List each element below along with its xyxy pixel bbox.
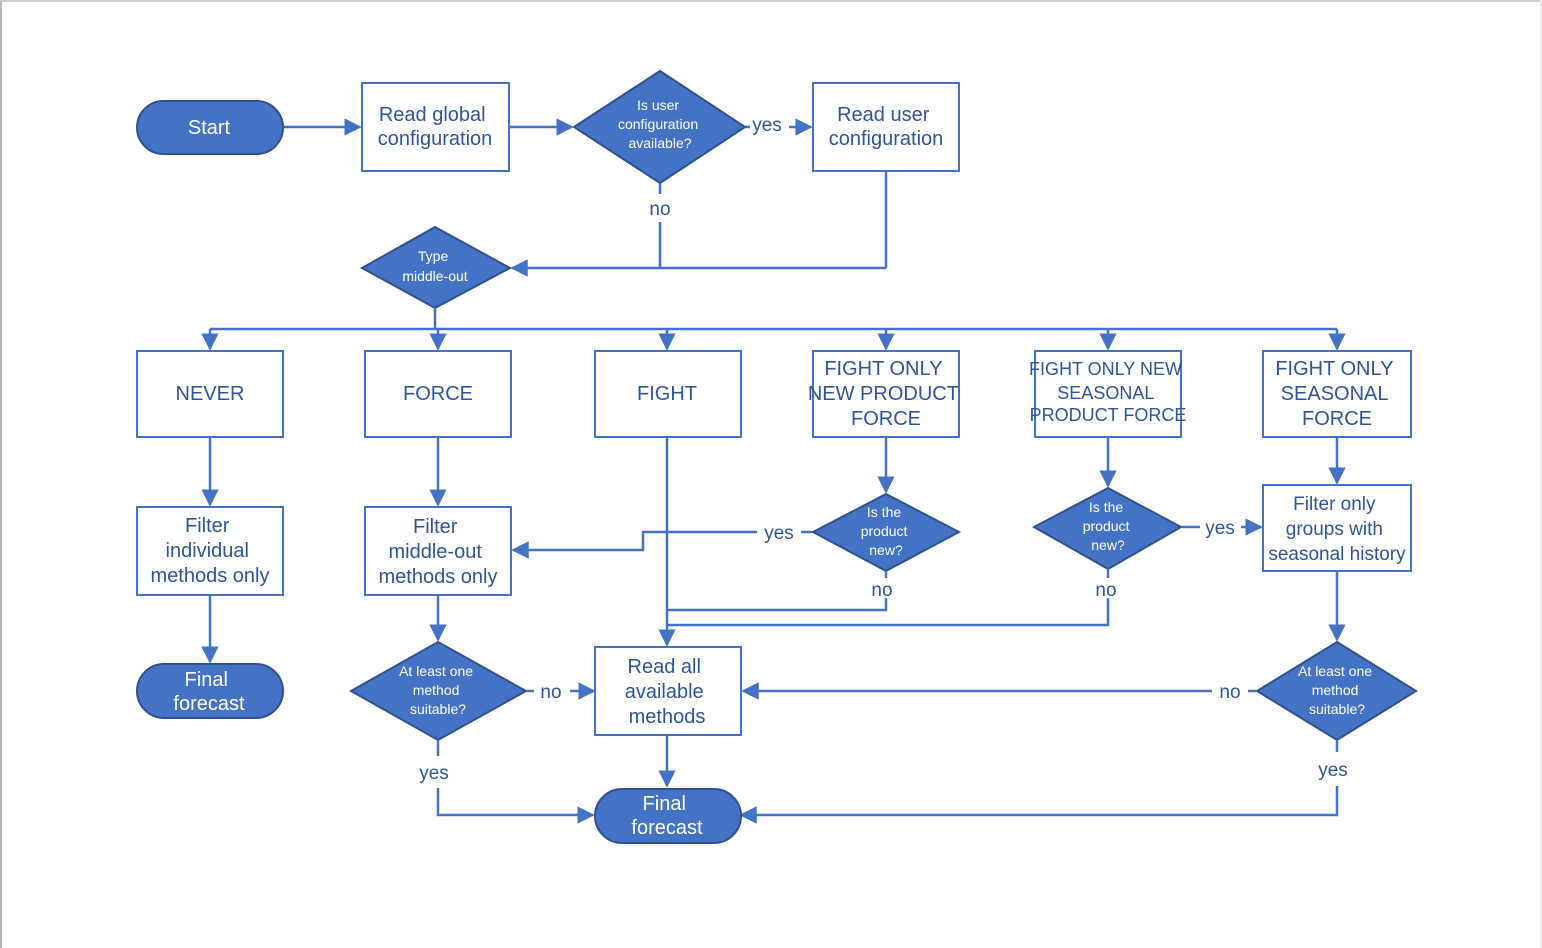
- read-all-label: Read all available methods: [625, 656, 710, 728]
- edge-label-yes-new-product: yes: [764, 523, 794, 544]
- suitable-left-label: At least one method suitable?: [399, 663, 477, 717]
- fight-new-seasonal-label: FIGHT ONLY NEW SEASONAL PRODUCT FORCE: [1029, 359, 1187, 425]
- fight-seasonal-box: [1262, 350, 1412, 438]
- edge-no-fnp-to-fight-line: [667, 598, 888, 612]
- never-label: NEVER: [176, 383, 245, 405]
- filter-middle-out-label: Filter middle-out methods only: [379, 516, 498, 588]
- start-label: Start: [188, 117, 231, 139]
- final-forecast-center-label: Final forecast: [631, 793, 703, 839]
- fight-new-product-box: [812, 350, 960, 438]
- user-config-decision: [572, 69, 747, 185]
- final-forecast-center-terminal: [594, 788, 742, 844]
- edge-label-no-new-seasonal: no: [1095, 580, 1116, 601]
- node-labels: Start Final forecast Final forecast Is u…: [151, 97, 1407, 839]
- final-forecast-left-label: Final forecast: [173, 669, 245, 715]
- filter-seasonal-label: Filter only groups with seasonal history: [1268, 494, 1406, 565]
- start-terminal: [136, 100, 284, 155]
- read-all-box: [594, 646, 742, 736]
- product-new-1-label: Is the product new?: [861, 504, 912, 558]
- filter-seasonal-box: [1262, 484, 1412, 572]
- filter-middle-out-box: [364, 506, 512, 596]
- page-edge: [1540, 0, 1542, 948]
- connectors: [201, 118, 1346, 824]
- edge-yes-left-to-final: [436, 788, 595, 824]
- edge-label-yes-new-seasonal: yes: [1205, 518, 1235, 539]
- product-new-2-label: Is the product new?: [1083, 499, 1134, 553]
- fight-box: [594, 350, 742, 438]
- product-new-2-decision: [1031, 486, 1184, 571]
- edge-labels: yes no yes no yes no no yes no yes: [419, 115, 1348, 784]
- force-label: FORCE: [403, 383, 473, 405]
- product-new-1-decision: [810, 492, 962, 573]
- edge-label-yes-suitable-right: yes: [1318, 760, 1348, 781]
- edge-label-no-suitable-left: no: [540, 682, 561, 703]
- suitable-right-decision: [1255, 640, 1418, 742]
- user-config-decision-label: Is user configuration available?: [618, 97, 702, 151]
- fight-label: FIGHT: [637, 383, 697, 405]
- fight-seasonal-label: FIGHT ONLY SEASONAL FORCE: [1275, 358, 1398, 430]
- read-global-box: [361, 82, 510, 172]
- edge-label-no-user-config: no: [649, 199, 670, 220]
- edge-label-no-suitable-right: no: [1219, 682, 1240, 703]
- suitable-left-decision: [348, 640, 529, 742]
- read-user-box: [812, 82, 960, 172]
- edge-label-no-new-product: no: [871, 580, 892, 601]
- edge-label-yes-suitable-left: yes: [419, 763, 449, 784]
- type-middle-out-label: Type middle-out: [402, 248, 467, 284]
- filter-individual-box: [136, 506, 284, 596]
- read-global-label: Read global configuration: [378, 104, 493, 150]
- edge-no-to-type: [510, 222, 662, 277]
- final-forecast-left-terminal: [136, 663, 284, 719]
- shapes: [136, 69, 1418, 844]
- type-middle-out-decision: [359, 225, 513, 310]
- edge-no-fns-to-fight-line: [667, 598, 1110, 627]
- edge-label-yes-user-config: yes: [752, 115, 782, 136]
- force-box: [364, 350, 512, 438]
- read-user-label: Read user configuration: [829, 104, 944, 150]
- fight-new-product-label: FIGHT ONLY NEW PRODUCT FORCE: [808, 358, 964, 430]
- suitable-right-label: At least one method suitable?: [1298, 663, 1376, 717]
- filter-individual-label: Filter individual methods only: [151, 515, 270, 587]
- edge-yes-right-to-final: [739, 786, 1339, 824]
- edge-yes-to-filter-middle-out: [511, 530, 757, 559]
- never-box: [136, 350, 284, 438]
- fight-new-seasonal-box: [1034, 350, 1182, 438]
